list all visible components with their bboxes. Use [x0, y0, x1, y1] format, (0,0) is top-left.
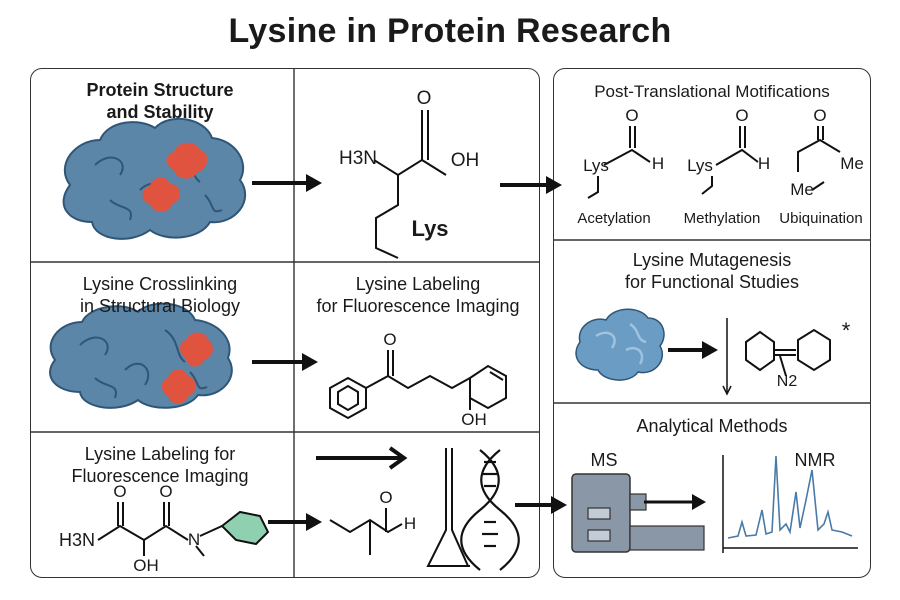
analytical-heading: Analytical Methods	[636, 416, 788, 436]
diazo-structure	[745, 328, 831, 377]
modification-site-icon	[142, 177, 181, 212]
ptm-end-label: Me	[840, 154, 864, 173]
aldehyde-h-label: H	[403, 514, 417, 533]
mass-spectrometer-icon	[571, 473, 705, 553]
amide-hexagon-structure	[97, 502, 223, 557]
ptm-group-label: Lys	[583, 156, 609, 175]
labeling-oh-label: OH	[461, 410, 487, 429]
mutant-protein-illustration	[575, 308, 665, 381]
lysine-structure	[373, 110, 447, 259]
ptm-caption: Ubiquination	[779, 210, 863, 227]
labeling-reagent-structure	[329, 350, 507, 420]
lysine-amine-label: H3N	[338, 148, 377, 169]
amide-o1-label: O	[113, 482, 127, 501]
ptm-end-label: H	[651, 154, 665, 173]
lysine-o-label: O	[416, 88, 432, 109]
ptm-o-label: O	[813, 106, 827, 125]
protein-structure-heading: Protein Structure and Stability	[86, 80, 234, 122]
crosslink-site-icon	[180, 332, 213, 367]
arrow-icon	[668, 341, 718, 359]
arrow-icon	[268, 513, 322, 531]
lysine-abbreviation: Lys	[411, 216, 449, 241]
acetylation-structure	[587, 126, 651, 199]
aldehyde-o-label: O	[379, 488, 393, 507]
ms-label: MS	[590, 450, 618, 470]
arrow-icon	[500, 176, 562, 194]
mutagenesis-heading: Lysine Mutagenesis for Functional Studie…	[624, 250, 800, 292]
labeling-heading-1: Lysine Labeling for Fluorescence Imaging	[316, 274, 520, 316]
aldehyde-structure	[329, 508, 403, 555]
ptm-o-label: O	[735, 106, 749, 125]
mutagenesis-n2-label: N2	[776, 373, 798, 390]
mutagenesis-star-icon: *	[841, 318, 851, 343]
ptm-group-label: Me	[790, 180, 814, 199]
protein-crosslink-illustration	[49, 302, 233, 409]
nmr-spectrum-icon	[722, 455, 858, 553]
crosslink-site-icon	[162, 369, 196, 404]
arrow-icon	[316, 446, 408, 470]
modification-site-icon	[166, 142, 208, 179]
ptm-heading: Post-Translational Motifications	[594, 82, 830, 101]
methylation-structure	[701, 126, 759, 195]
protein-structure-illustration	[62, 118, 247, 240]
ptm-o-label: O	[625, 106, 639, 125]
hexagon-ring-icon	[220, 510, 270, 546]
amide-n-label: N	[187, 530, 201, 549]
ubiquitination-structure	[797, 126, 841, 191]
arrow-icon	[252, 353, 318, 371]
arrow-icon	[252, 174, 322, 192]
crosslinking-heading: Lysine Crosslinking in Structural Biolog…	[79, 274, 241, 316]
page-title: Lysine in Protein Research	[228, 12, 672, 50]
amide-amine-label: H3N	[58, 530, 95, 550]
labeling-heading-2: Lysine Labeling for Fluorescence Imaging	[71, 444, 249, 486]
ptm-caption: Acetylation	[577, 210, 651, 227]
arrow-icon	[644, 494, 706, 510]
amide-oh-label: OH	[133, 556, 159, 575]
amide-o2-label: O	[159, 482, 173, 501]
labeling-o-label: O	[383, 330, 397, 349]
ptm-end-label: H	[757, 154, 771, 173]
arrow-icon	[515, 496, 567, 514]
lysine-oh-label: OH	[450, 150, 480, 171]
ptm-group-label: Lys	[687, 156, 713, 175]
mutation-arrow-line	[722, 318, 732, 396]
nmr-label: NMR	[794, 450, 836, 470]
ptm-caption: Methylation	[683, 210, 761, 227]
dna-helix-icon	[460, 449, 520, 571]
flask-icon	[426, 448, 470, 567]
